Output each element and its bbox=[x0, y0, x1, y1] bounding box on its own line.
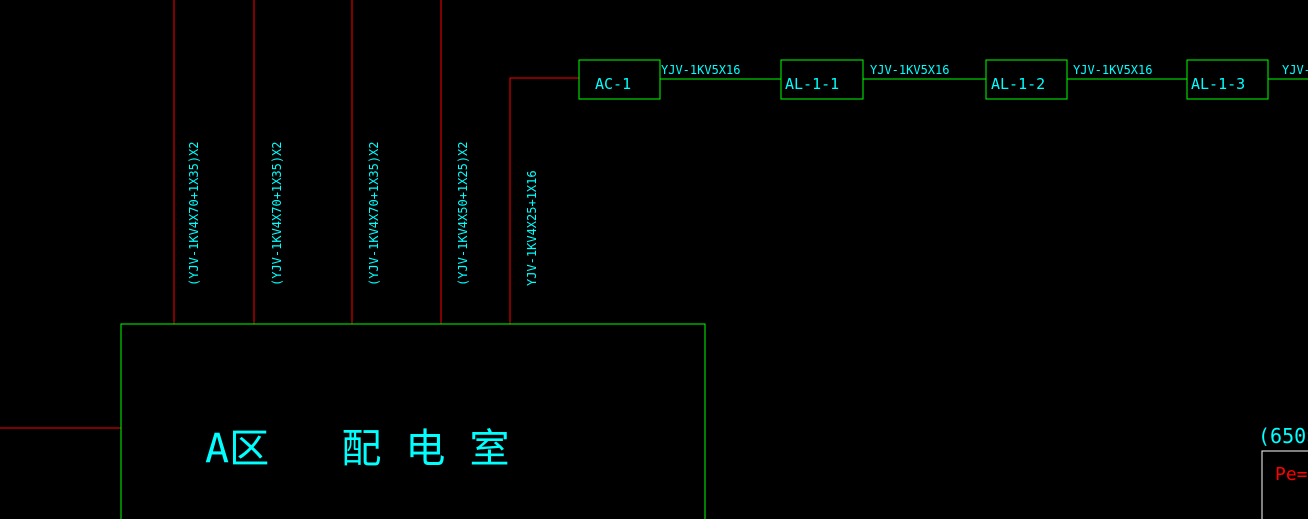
chain-cable-label-3: YJV-1KV5X16 bbox=[1073, 63, 1152, 77]
partial-dimension-label: (650× bbox=[1258, 424, 1308, 448]
riser-cable-label-2: (YJV-1KV4X70+1X35)X2 bbox=[270, 142, 284, 287]
panel-label-al-1-3: AL-1-3 bbox=[1191, 75, 1245, 93]
riser-cable-label-3: (YJV-1KV4X70+1X35)X2 bbox=[367, 142, 381, 287]
panel-box-al-1-1 bbox=[780, 59, 864, 100]
partial-load-label: Pe= bbox=[1275, 464, 1308, 485]
riser-cable-label-5: YJV-1KV4X25+1X16 bbox=[525, 170, 539, 286]
distribution-room-label: A区 配 电 室 bbox=[205, 426, 510, 472]
riser-cable-label-1: (YJV-1KV4X70+1X35)X2 bbox=[187, 142, 201, 287]
panel-label-al-1-2: AL-1-2 bbox=[991, 75, 1045, 93]
chain-cable-label-2: YJV-1KV5X16 bbox=[870, 63, 949, 77]
riser-cable-label-4: (YJV-1KV4X50+1X25)X2 bbox=[456, 142, 470, 287]
panel-label-al-1-1: AL-1-1 bbox=[785, 75, 839, 93]
panel-box-al-1-2 bbox=[985, 59, 1068, 100]
riser-cable-5 bbox=[509, 77, 579, 324]
chain-cable-label-1: YJV-1KV5X16 bbox=[661, 63, 740, 77]
panel-label-ac-1: AC-1 bbox=[595, 75, 631, 93]
panel-box-ac-1 bbox=[578, 59, 661, 100]
partial-load-box bbox=[1261, 450, 1308, 519]
chain-cable-label-4: YJV- bbox=[1282, 63, 1308, 77]
distribution-room-box bbox=[120, 323, 706, 519]
panel-box-al-1-3 bbox=[1186, 59, 1269, 100]
